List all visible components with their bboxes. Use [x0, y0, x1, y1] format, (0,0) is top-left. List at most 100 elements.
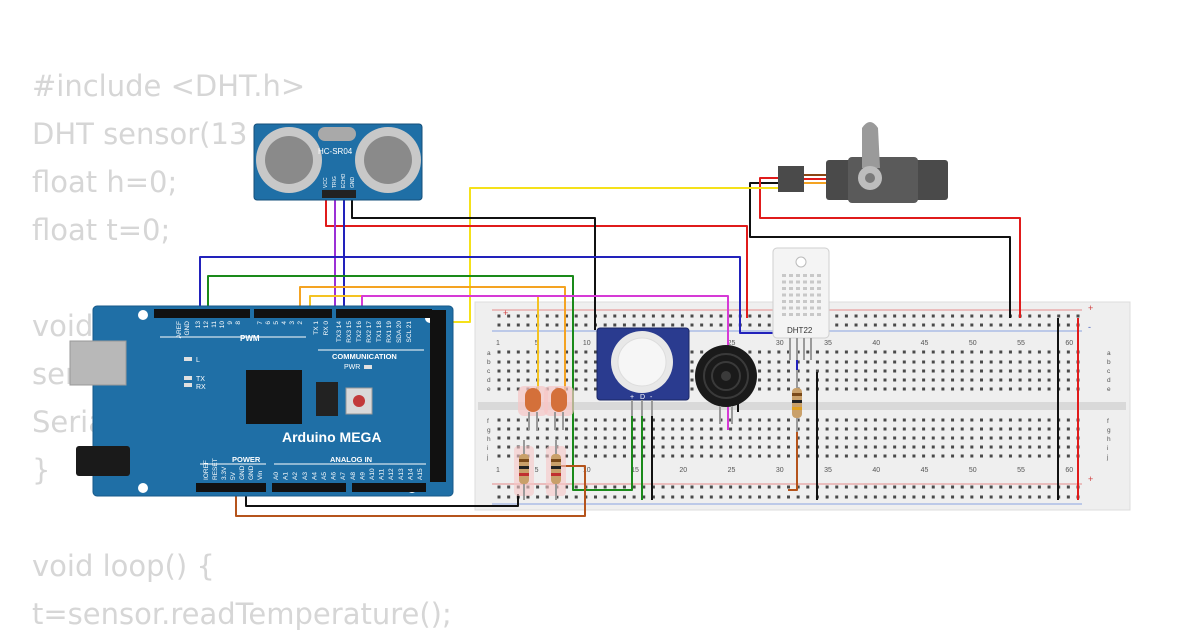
- breadboard-hole: [777, 454, 781, 458]
- breadboard-hole: [642, 323, 646, 327]
- breadboard-hole: [970, 454, 974, 458]
- breadboard-hole: [565, 369, 569, 373]
- breadboard-hole: [719, 485, 723, 489]
- breadboard-hole: [603, 427, 607, 431]
- breadboard-hole: [970, 436, 974, 440]
- breadboard-hole: [854, 378, 858, 382]
- analog-pin-label: A1: [283, 472, 290, 480]
- breadboard-hole: [690, 495, 694, 499]
- breadboard-hole: [767, 369, 771, 373]
- breadboard-hole: [796, 418, 800, 422]
- breadboard-hole: [1028, 485, 1032, 489]
- breadboard-hole: [902, 436, 906, 440]
- wire-yellow-servo-signal: [442, 187, 783, 323]
- breadboard-hole: [661, 418, 665, 422]
- breadboard-hole: [565, 378, 569, 382]
- column-number: 25: [728, 467, 736, 474]
- row-letter: d: [487, 377, 491, 384]
- breadboard-hole: [951, 436, 955, 440]
- code-line: }: [32, 453, 51, 487]
- breadboard-hole: [680, 495, 684, 499]
- breadboard-hole: [951, 485, 955, 489]
- breadboard-hole: [507, 360, 511, 364]
- breadboard-hole: [883, 378, 887, 382]
- column-number: 45: [921, 340, 929, 347]
- breadboard-hole: [545, 369, 549, 373]
- top-pin-label: 11: [211, 321, 218, 328]
- breadboard-hole: [1047, 350, 1051, 354]
- breadboard-hole: [902, 314, 906, 318]
- breadboard-hole: [738, 495, 742, 499]
- breadboard-hole: [565, 323, 569, 327]
- breadboard-hole: [1008, 485, 1012, 489]
- top-pin-label: TX1 18: [376, 321, 383, 342]
- breadboard-hole: [497, 427, 501, 431]
- breadboard-hole: [941, 427, 945, 431]
- top-pin-label: 5: [273, 321, 280, 325]
- top-pin-label: SDA 20: [396, 321, 403, 343]
- breadboard-hole: [729, 485, 733, 489]
- breadboard-hole: [1037, 387, 1041, 391]
- breadboard-hole: [1008, 378, 1012, 382]
- breadboard-hole: [622, 495, 626, 499]
- l-led-label: L: [196, 357, 200, 364]
- breadboard-hole: [989, 378, 993, 382]
- breadboard-hole: [690, 485, 694, 489]
- breadboard-hole: [806, 445, 810, 449]
- breadboard-hole: [594, 418, 597, 422]
- row-letter: g: [487, 427, 491, 434]
- breadboard-hole: [603, 445, 607, 449]
- column-number: 1: [496, 340, 500, 347]
- breadboard-hole: [719, 436, 723, 440]
- breadboard-hole: [873, 314, 877, 318]
- breadboard-hole: [748, 418, 752, 422]
- row-letter: d: [1107, 377, 1111, 384]
- pir-pin-label: +: [630, 394, 634, 401]
- breadboard-hole: [844, 427, 848, 431]
- breadboard-hole: [922, 314, 926, 318]
- breadboard-hole: [1047, 495, 1051, 499]
- reset-button[interactable]: [353, 395, 365, 407]
- row-letter: i: [487, 445, 488, 452]
- breadboard-hole: [960, 485, 964, 489]
- dht-vent-slot: [803, 274, 807, 277]
- breadboard-hole: [758, 314, 762, 318]
- breadboard-hole: [806, 436, 810, 440]
- rail-plus-label-right: +: [1088, 303, 1093, 313]
- dht-vent-slot: [782, 280, 786, 284]
- breadboard-hole: [729, 436, 733, 440]
- breadboard-hole: [1028, 387, 1032, 391]
- wire-red-servo-vcc: [759, 177, 1021, 318]
- dht-vent-slot: [817, 306, 821, 310]
- breadboard-hole: [758, 387, 762, 391]
- breadboard-hole: [941, 350, 945, 354]
- breadboard-hole: [1008, 350, 1012, 354]
- breadboard-hole: [835, 427, 839, 431]
- breadboard-hole: [680, 314, 684, 318]
- breadboard-hole: [951, 495, 955, 499]
- dht-vent-slot: [789, 313, 793, 316]
- breadboard-hole: [719, 427, 723, 431]
- breadboard-hole: [873, 387, 877, 391]
- breadboard-hole: [1037, 369, 1041, 373]
- breadboard-hole: [497, 378, 501, 382]
- breadboard-hole: [999, 369, 1003, 373]
- breadboard-hole: [574, 454, 578, 458]
- breadboard-hole: [883, 445, 887, 449]
- header-analog-high: [352, 483, 426, 492]
- breadboard-hole: [912, 314, 916, 318]
- breadboard-hole: [1047, 445, 1051, 449]
- top-pin-label: RX 0: [323, 321, 330, 336]
- breadboard-hole: [1018, 378, 1022, 382]
- breadboard-hole: [719, 314, 723, 318]
- breadboard-hole: [671, 323, 675, 327]
- breadboard-hole: [873, 485, 877, 489]
- breadboard-hole: [806, 387, 810, 391]
- breadboard-hole: [729, 427, 733, 431]
- breadboard-hole: [989, 360, 993, 364]
- breadboard-hole: [980, 387, 983, 391]
- breadboard-hole: [980, 378, 983, 382]
- breadboard-hole: [536, 495, 540, 499]
- breadboard-hole: [661, 495, 665, 499]
- breadboard-hole: [796, 369, 800, 373]
